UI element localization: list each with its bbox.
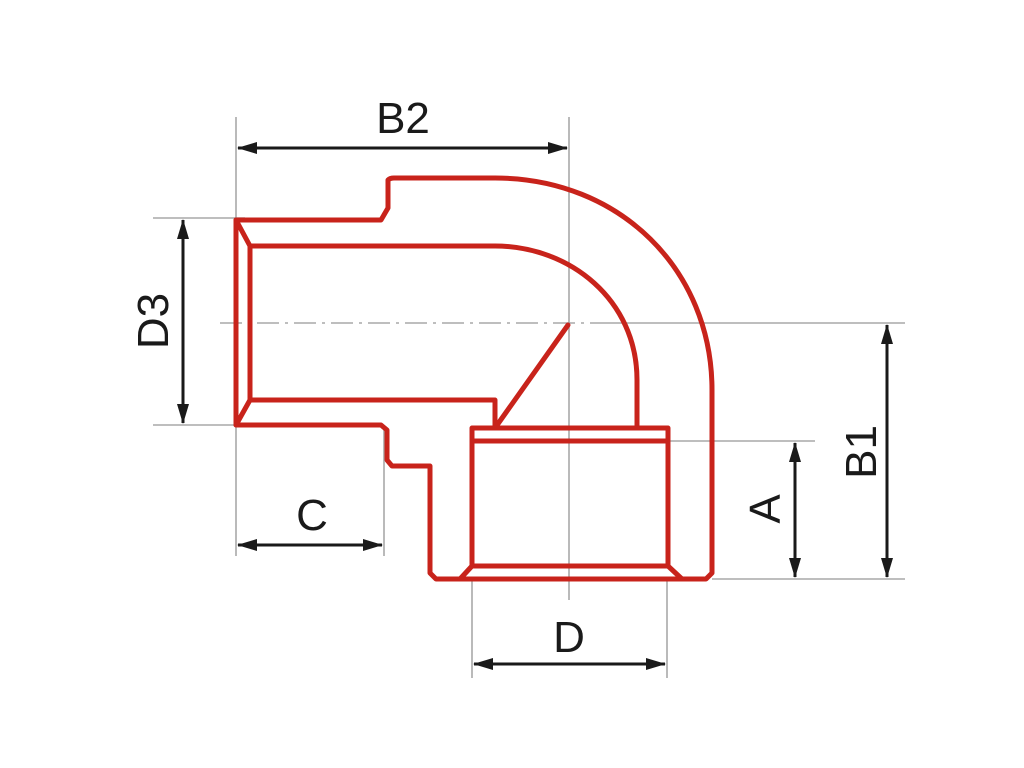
- label-d3: D3: [129, 293, 178, 349]
- label-c: C: [296, 491, 328, 540]
- elbow-fitting-outline: [233, 175, 715, 582]
- label-d: D: [553, 613, 585, 662]
- inner-bore: [247, 243, 640, 431]
- label-b2: B2: [376, 94, 430, 143]
- female-socket: [457, 425, 685, 582]
- dimension-lines: [177, 142, 893, 670]
- label-a: A: [741, 494, 790, 524]
- outer-contour: [233, 175, 715, 582]
- male-thread-chamfer: [233, 217, 253, 428]
- label-b1: B1: [837, 425, 886, 479]
